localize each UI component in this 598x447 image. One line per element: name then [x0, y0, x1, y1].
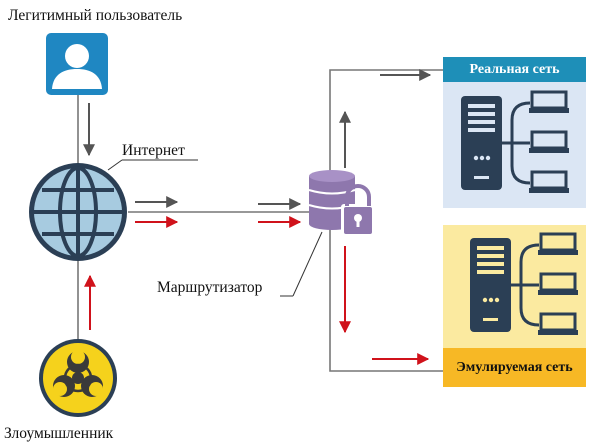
emulated-network-links [511, 243, 540, 327]
user-icon [46, 33, 108, 95]
internet-label-leader [107, 159, 123, 171]
real-network-title: Реальная сеть [469, 62, 560, 77]
internet-label: Интернет [122, 142, 185, 159]
real-network-links [502, 101, 531, 185]
database-lock-icon [308, 170, 375, 236]
computer-icon [538, 312, 578, 335]
computer-icon [529, 90, 569, 113]
router-label-leader [292, 231, 323, 297]
real-network-panel [443, 57, 586, 208]
server-icon [470, 238, 511, 332]
legit-user-label: Легитимный пользователь [8, 7, 183, 24]
computer-icon [529, 130, 569, 153]
legit-traffic-arrows [83, 69, 432, 210]
globe-icon [29, 163, 127, 261]
router-real-network-line [329, 69, 443, 195]
attack-traffic-arrows [84, 216, 430, 365]
computer-icon [538, 232, 578, 255]
connection-lines [77, 69, 443, 372]
emulated-network-title: Эмулируемая сеть [456, 360, 573, 375]
computer-icon [529, 170, 569, 193]
emulated-network-panel [443, 225, 586, 387]
computer-icon [538, 272, 578, 295]
biohazard-icon [39, 339, 117, 417]
server-icon [461, 96, 502, 190]
router-emulated-network-line [329, 228, 443, 372]
router-label: Маршрутизатор [157, 279, 263, 296]
attacker-label: Злоумышленник [4, 425, 114, 442]
